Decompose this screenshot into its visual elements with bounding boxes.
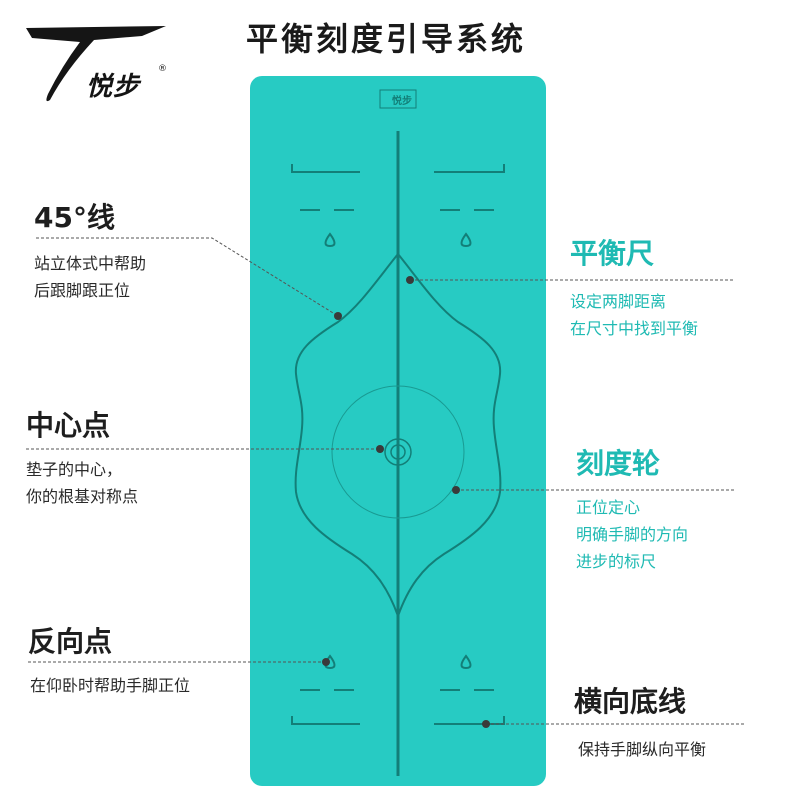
brand-logo bbox=[24, 22, 174, 106]
label-balance-title: 平衡尺 bbox=[570, 237, 655, 270]
brand-swoosh-icon bbox=[26, 26, 166, 102]
label-center-title: 中心点 bbox=[26, 409, 111, 442]
mat-logo: 悦步 bbox=[392, 96, 412, 107]
label-baseline-title: 横向底线 bbox=[574, 685, 687, 718]
label-scale-desc: 正位定心 明确手脚的方向 进步的标尺 bbox=[576, 498, 689, 571]
label-baseline-desc: 保持手脚纵向平衡 bbox=[578, 740, 707, 759]
mat-top-right-bracket bbox=[434, 164, 505, 173]
label-45-title: 45°线 bbox=[34, 201, 115, 234]
page-title: 平衡刻度引导系统 bbox=[246, 20, 527, 58]
mat-scale-wheel bbox=[331, 385, 465, 519]
mat-top-left-bracket bbox=[291, 164, 360, 173]
label-reverse-desc: 在仰卧时帮助手脚正位 bbox=[30, 676, 191, 695]
label-45-desc: 站立体式中帮助 后跟脚跟正位 bbox=[34, 254, 147, 300]
label-center-desc: 垫子的中心， 你的根基对称点 bbox=[26, 460, 139, 506]
mat-balance-curve-right bbox=[397, 253, 502, 617]
brand-registered-mark: ® bbox=[158, 64, 167, 74]
mat-bottom-right-bracket bbox=[434, 716, 505, 725]
label-reverse-title: 反向点 bbox=[28, 625, 113, 658]
mat-logo-frame bbox=[379, 89, 417, 109]
mat-bottom-left-bracket bbox=[291, 716, 360, 725]
mat-guide-lines bbox=[291, 89, 505, 776]
brand-name: 悦步 bbox=[86, 72, 141, 102]
label-scale-title: 刻度轮 bbox=[576, 447, 661, 480]
mat-balance-curve-left bbox=[294, 253, 399, 617]
label-balance-desc: 设定两脚距离 在尺寸中找到平衡 bbox=[570, 292, 699, 338]
